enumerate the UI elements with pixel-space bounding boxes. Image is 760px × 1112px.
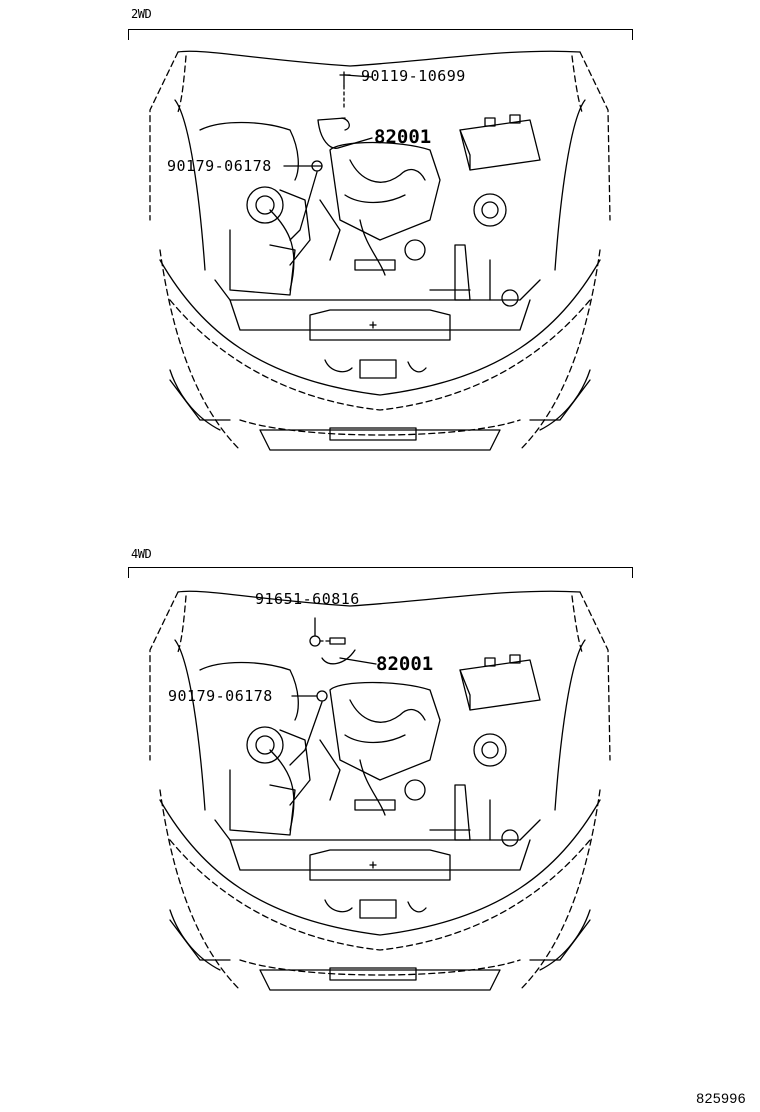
section-2wd: 2WD xyxy=(0,0,760,540)
hood-outline xyxy=(149,590,611,761)
front-bumper xyxy=(159,259,601,451)
callout-leaders-2wd xyxy=(283,71,373,241)
fender-lines xyxy=(159,99,601,451)
right-headlamp-area xyxy=(429,733,519,847)
engine-bay-drawing-2wd xyxy=(149,50,611,451)
right-headlamp-area xyxy=(429,193,519,307)
part-number-wire-4wd: 82001 xyxy=(376,653,434,675)
part-number-wire-2wd: 82001 xyxy=(374,126,432,148)
battery xyxy=(459,654,541,711)
radiator-support xyxy=(214,279,541,379)
radiator-support xyxy=(214,819,541,919)
engine-bay-drawing-4wd xyxy=(149,590,611,991)
section-bracket-4wd xyxy=(128,567,633,578)
part-number-nut-2wd: 90179-06178 xyxy=(167,157,272,175)
left-headlamp-area xyxy=(199,121,311,296)
hood-outline xyxy=(149,50,611,221)
part-number-top-bolt-2wd: 90119-10699 xyxy=(361,67,466,85)
fender-lines xyxy=(159,639,601,991)
section-bracket-2wd xyxy=(128,29,633,40)
engine-block xyxy=(319,681,441,816)
callout-leaders-4wd xyxy=(289,617,377,766)
section-label-2wd: 2WD xyxy=(131,7,152,21)
front-bumper xyxy=(159,799,601,991)
section-4wd: 4WD xyxy=(0,540,760,1080)
engine-block xyxy=(319,141,441,276)
part-number-top-bolt-4wd: 91651-60816 xyxy=(255,590,360,608)
section-label-4wd: 4WD xyxy=(131,547,152,561)
part-number-nut-4wd: 90179-06178 xyxy=(168,687,273,705)
battery xyxy=(459,114,541,171)
illustration-code: 825996 xyxy=(696,1090,746,1106)
left-headlamp-area xyxy=(199,661,311,836)
